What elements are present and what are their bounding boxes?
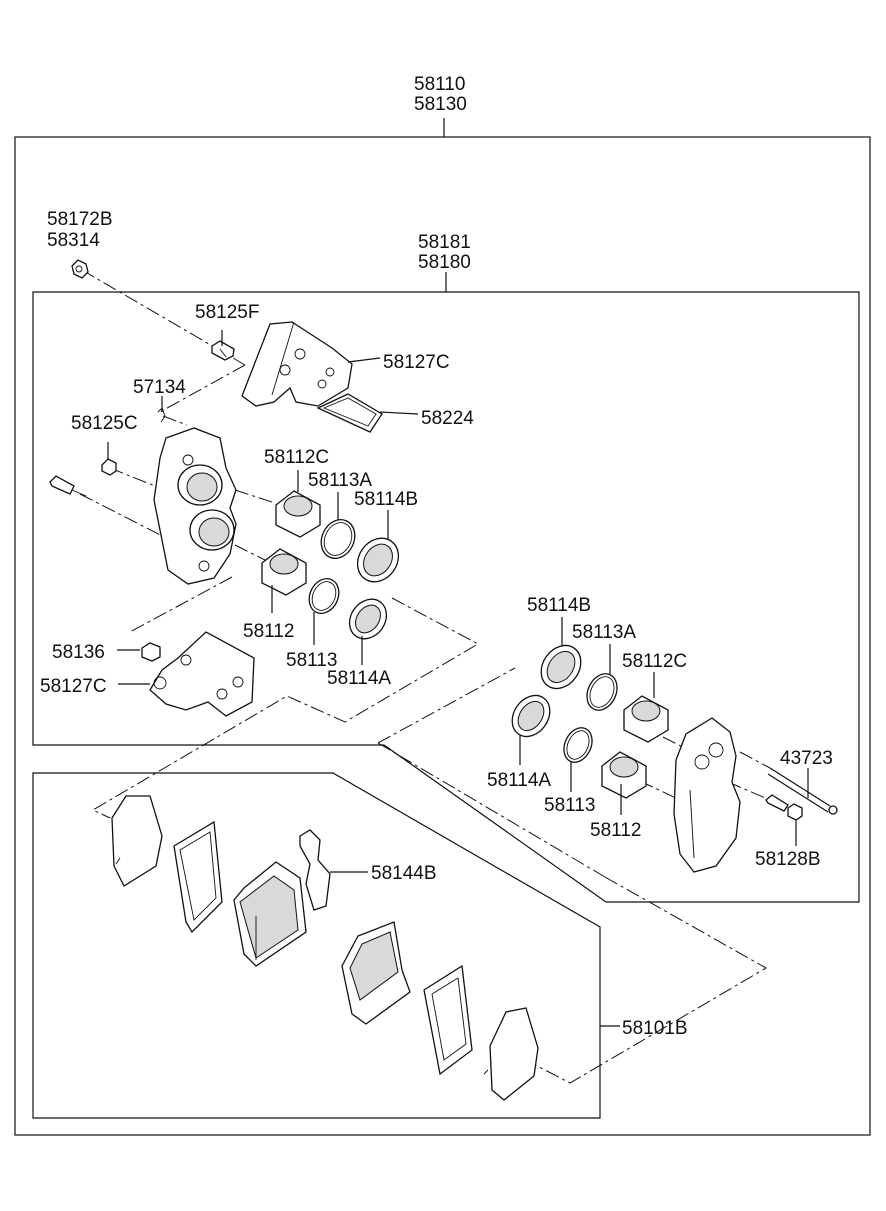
boot-58114B-right (540, 644, 582, 690)
piston-58112C-left (275, 490, 321, 538)
leader-lines (107, 330, 809, 1027)
bushing-58136 (141, 642, 161, 662)
pad-kit-frame (32, 772, 601, 1119)
label-58112-right: 58112 (590, 820, 641, 841)
label-58112-left: 58112 (243, 621, 294, 642)
label-58127C-bottom: 58127C (40, 676, 107, 697)
label-58114A-left: 58114A (327, 668, 391, 689)
label-58110: 58110 (414, 74, 465, 95)
frames (14, 118, 871, 1136)
label-58101B: 58101B (622, 1018, 688, 1039)
label-58113A-right: 58113A (572, 622, 636, 643)
label-58224: 58224 (421, 408, 474, 429)
piston-58112-left (261, 548, 307, 596)
label-58113A-left: 58113A (308, 470, 372, 491)
label-58181: 58181 (418, 232, 471, 253)
caliper-right (673, 717, 741, 873)
seal-58113A-right (586, 673, 618, 711)
seal-58113-left (308, 577, 340, 615)
piston-58112-right (601, 751, 647, 799)
pad-right (341, 921, 411, 1025)
label-58125F: 58125F (195, 302, 259, 323)
label-58128B: 58128B (755, 849, 821, 870)
label-58180: 58180 (418, 252, 471, 273)
boot-58114B-left (356, 537, 400, 583)
label-58172B: 58172B (47, 209, 113, 230)
label-58130: 58130 (414, 94, 467, 115)
label-58112C-left: 58112C (264, 447, 329, 468)
shim-outer-left (111, 795, 163, 887)
bleeder-screw (71, 259, 89, 279)
seal-58113A-left (320, 519, 356, 559)
label-58114B-left: 58114B (354, 489, 418, 510)
label-58127C-top: 58127C (383, 352, 450, 373)
bolt-58128B (765, 794, 803, 821)
shim-outer-right (483, 1007, 539, 1101)
boot-58114A-left (348, 598, 388, 640)
assembly-lines (79, 269, 771, 1084)
part-labels: 58110 58130 58172B 58314 58181 58180 581… (40, 74, 833, 1039)
spring-57134 (157, 407, 166, 423)
outer-frame (14, 136, 871, 1136)
guide-pin-58125F (211, 340, 235, 361)
label-58112C-right: 58112C (622, 651, 687, 672)
shim-58224 (316, 393, 383, 433)
label-58114B-right: 58114B (527, 595, 591, 616)
caliper-kit-frame (32, 291, 860, 903)
pad-left (233, 861, 307, 967)
guide-pin-43723 (767, 767, 838, 815)
shim-inner-right (423, 964, 473, 1076)
label-58114A-right: 58114A (487, 770, 551, 791)
clip-58144B (299, 829, 331, 911)
plug-58125C (101, 458, 117, 476)
bolt-left (49, 475, 87, 497)
caliper-left (153, 427, 237, 585)
seal-58113-right (563, 727, 593, 763)
label-58144B: 58144B (371, 863, 437, 884)
label-58113-right: 58113 (544, 795, 595, 816)
piston-58112C-right (623, 695, 669, 743)
label-57134: 57134 (133, 377, 186, 398)
label-58314: 58314 (47, 230, 100, 251)
bracket-bottom (149, 631, 255, 717)
label-43723: 43723 (780, 748, 833, 769)
label-58125C: 58125C (71, 413, 138, 434)
boot-58114A-right (511, 694, 551, 738)
shim-inner-left (173, 820, 223, 934)
label-58113-left: 58113 (286, 650, 337, 671)
bracket-top (241, 321, 353, 407)
label-58136: 58136 (52, 642, 105, 663)
